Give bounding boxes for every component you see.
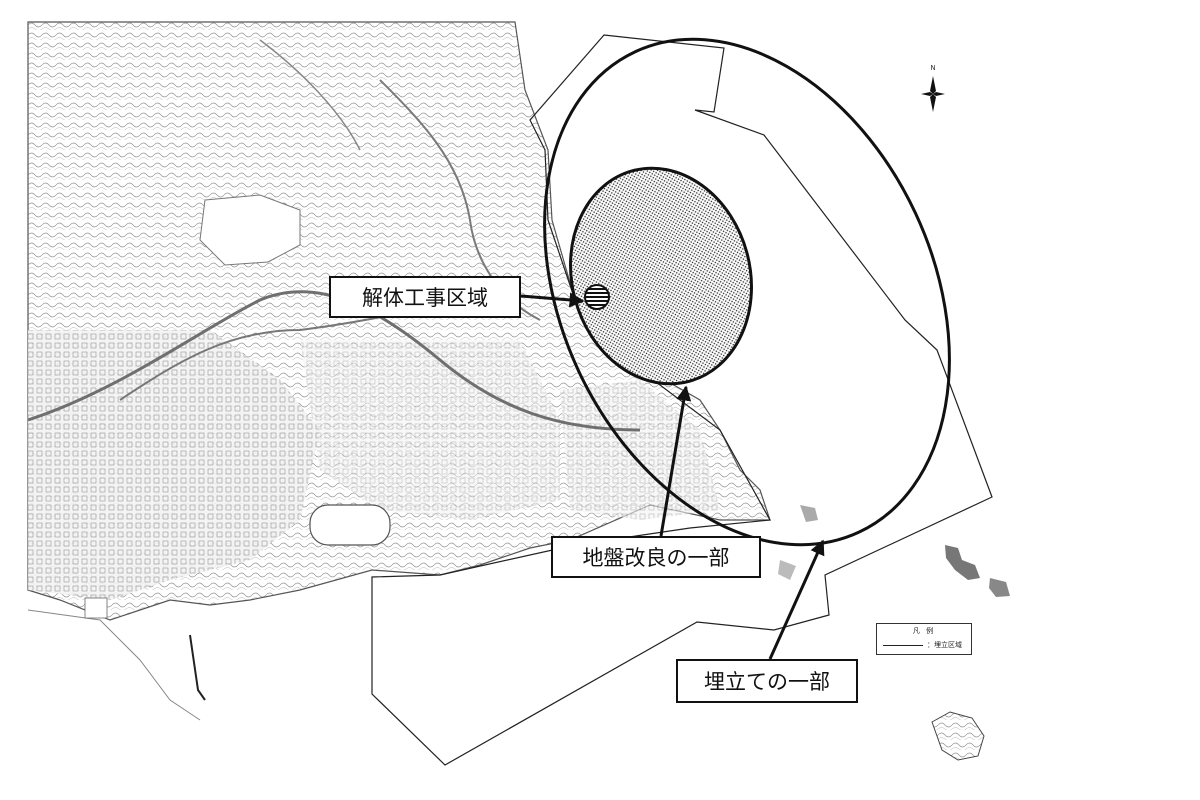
legend-item-label: ：埋立区域 bbox=[927, 641, 962, 649]
demolition-arrow bbox=[520, 292, 585, 308]
map-legend: 凡 例 ：埋立区域 bbox=[876, 623, 972, 655]
legend-title: 凡 例 bbox=[912, 627, 936, 635]
ground-improvement-label: 地盤改良の一部 bbox=[551, 536, 761, 578]
land-area bbox=[27, 21, 771, 721]
legend-line-swatch bbox=[883, 644, 923, 646]
demolition-area-circle bbox=[584, 284, 610, 310]
reclamation-arrow bbox=[768, 539, 825, 660]
ground-improvement-arrow bbox=[659, 385, 692, 537]
reclamation-part-label: 埋立ての一部 bbox=[676, 659, 858, 703]
north-arrow-icon bbox=[921, 76, 945, 112]
reclamation-part-ellipse bbox=[543, 37, 951, 547]
demolition-area-label: 解体工事区域 bbox=[329, 276, 521, 318]
legend-row-reclamation: ：埋立区域 bbox=[883, 640, 962, 650]
island-group bbox=[778, 505, 1010, 761]
north-label: N bbox=[930, 64, 935, 72]
